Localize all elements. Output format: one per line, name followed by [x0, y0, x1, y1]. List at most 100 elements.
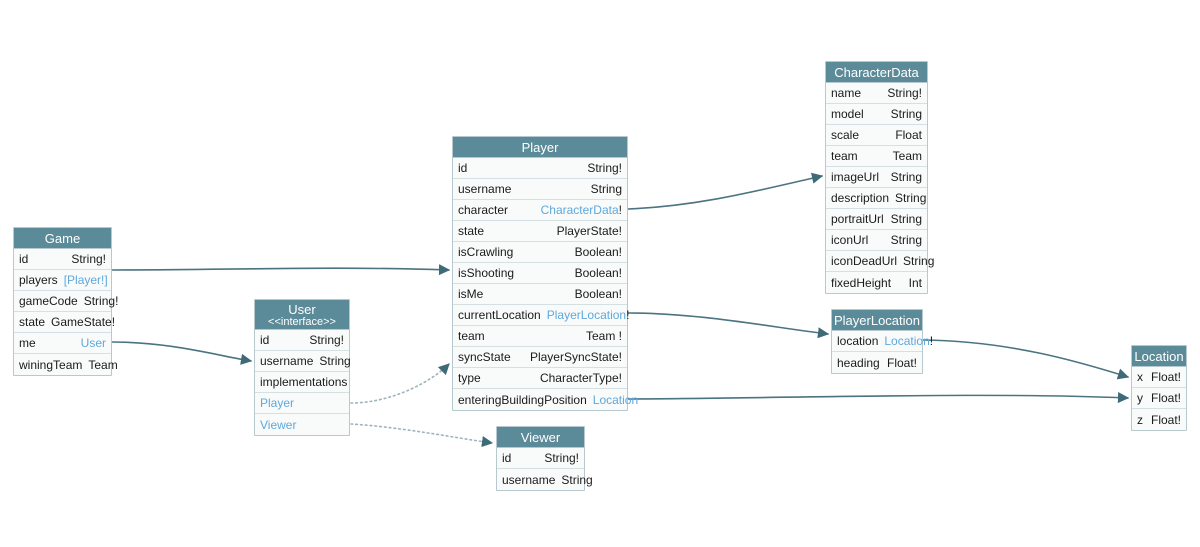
- node-title-player: Player: [453, 137, 627, 158]
- field-name: players: [19, 273, 58, 287]
- edge-game-me-to-user: [111, 341, 253, 365]
- field-type: String: [590, 182, 622, 196]
- field-name: me: [19, 336, 36, 350]
- field-type: PlayerSyncState!: [529, 350, 622, 364]
- field-row[interactable]: players [Player!]: [14, 270, 111, 291]
- field-type: Float: [895, 128, 922, 142]
- field-name: username: [260, 354, 314, 368]
- field-type: String: [890, 233, 922, 247]
- field-row[interactable]: iconDeadUrl String: [826, 251, 934, 272]
- field-type: String!: [83, 294, 119, 308]
- field-type: PlayerState!: [556, 224, 622, 238]
- field-name: team: [831, 149, 858, 163]
- field-type: String!: [544, 451, 579, 465]
- field-row[interactable]: Viewer: [255, 414, 349, 435]
- field-name: winingTeam: [19, 357, 83, 372]
- field-row[interactable]: heading Float!: [832, 352, 922, 373]
- field-row[interactable]: fixedHeight Int: [826, 272, 927, 293]
- field-name: isShooting: [458, 266, 515, 280]
- field-name: heading: [837, 355, 880, 370]
- field-type: Int: [908, 275, 922, 290]
- node-title-text: Player: [521, 140, 559, 155]
- field-row[interactable]: implementations: [255, 372, 349, 393]
- field-name: Viewer: [260, 417, 297, 432]
- node-title-characterData: CharacterData: [826, 62, 927, 83]
- field-type: [Player!]: [63, 273, 108, 287]
- field-name: type: [458, 371, 481, 385]
- field-row[interactable]: Player: [255, 393, 349, 414]
- field-row[interactable]: x Float!: [1132, 367, 1186, 388]
- field-row[interactable]: username String: [255, 351, 351, 372]
- field-type: String: [903, 254, 935, 268]
- edge-game-players-to-player: [111, 264, 451, 276]
- node-title-viewer: Viewer: [497, 427, 584, 448]
- field-type: String: [561, 472, 593, 487]
- field-name: fixedHeight: [831, 275, 892, 290]
- node-title-text: Game: [44, 231, 81, 246]
- field-type: Team: [88, 357, 118, 372]
- field-name: id: [260, 333, 270, 347]
- field-name: isMe: [458, 287, 484, 301]
- field-type: Boolean!: [574, 287, 622, 301]
- field-row[interactable]: isShooting Boolean!: [453, 263, 627, 284]
- field-name: description: [831, 191, 890, 205]
- field-name: username: [502, 472, 556, 487]
- node-title-text: Location: [1134, 349, 1184, 364]
- field-name: state: [19, 315, 46, 329]
- field-name: portraitUrl: [831, 212, 884, 226]
- field-name: id: [19, 252, 29, 266]
- field-type: String: [319, 354, 351, 368]
- field-name: x: [1137, 370, 1143, 384]
- field-name: Player: [260, 396, 295, 410]
- node-stereotype: <<interface>>: [268, 316, 336, 328]
- field-type: Float!: [886, 355, 917, 370]
- field-type: Boolean!: [574, 266, 622, 280]
- node-title-text: CharacterData: [834, 65, 919, 80]
- field-type: Location: [592, 392, 639, 407]
- node-title-game: Game: [14, 228, 111, 249]
- field-row[interactable]: winingTeam Team: [14, 354, 118, 375]
- field-row[interactable]: enteringBuildingPosition Location: [453, 389, 638, 410]
- field-row[interactable]: isMe Boolean!: [453, 284, 627, 305]
- field-name: team: [458, 329, 485, 343]
- field-name: isCrawling: [458, 245, 514, 259]
- field-name: iconDeadUrl: [831, 254, 898, 268]
- field-name: id: [458, 161, 468, 175]
- field-name: enteringBuildingPosition: [458, 392, 587, 407]
- field-row[interactable]: username String: [497, 469, 593, 490]
- field-type: Float!: [1150, 370, 1181, 384]
